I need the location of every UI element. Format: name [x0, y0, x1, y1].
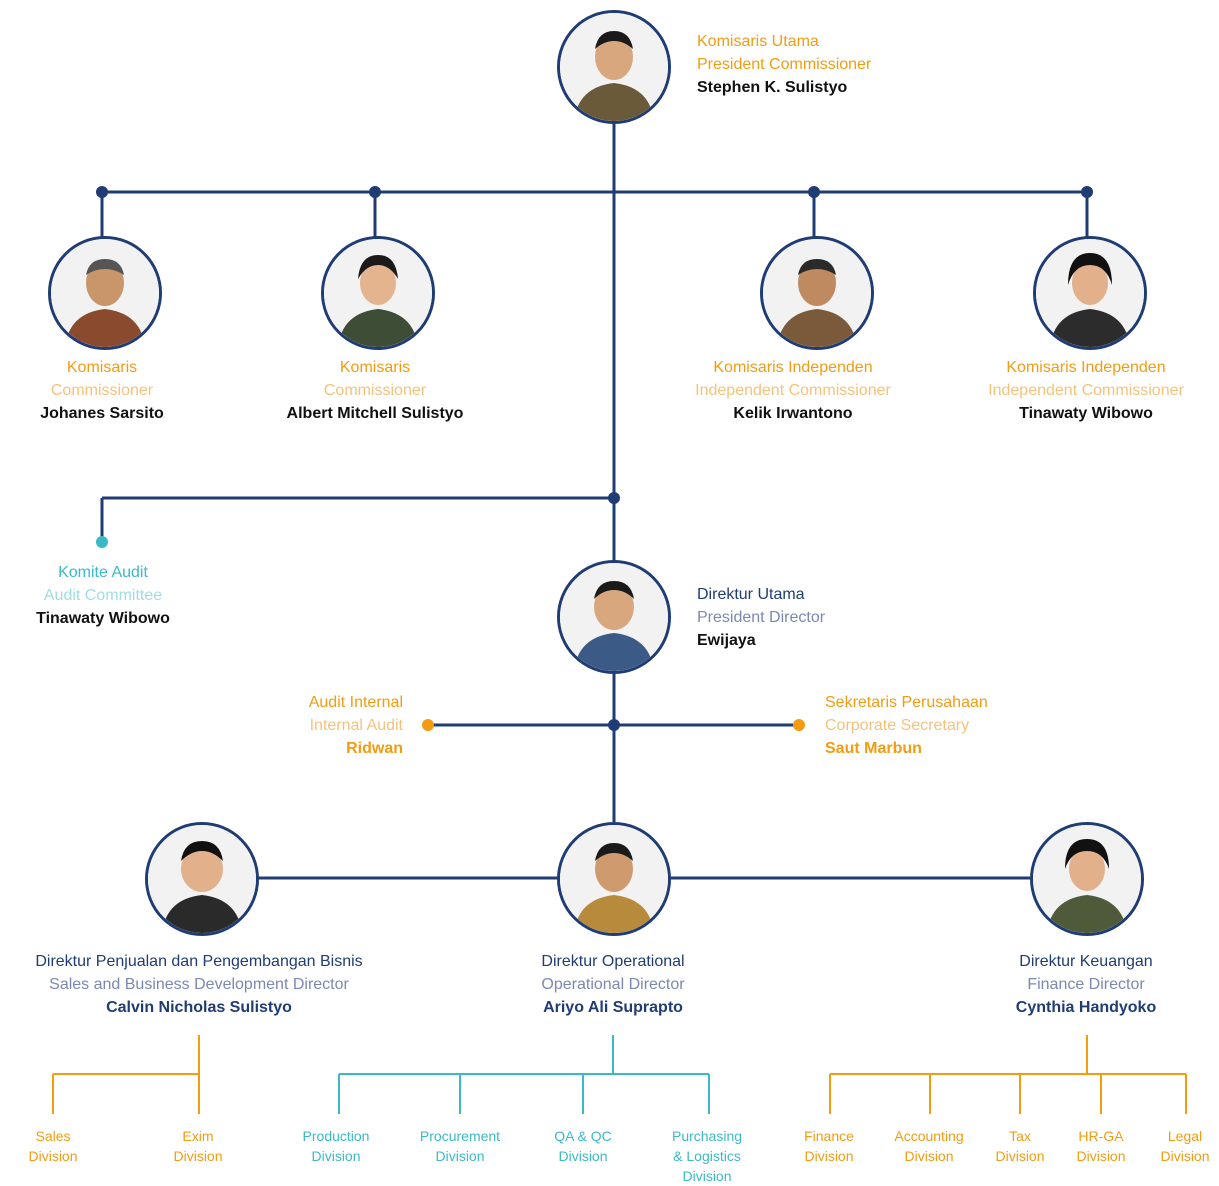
- audit-committee-title-id: Komite Audit: [58, 564, 148, 581]
- president-director-name: Ewijaya: [697, 632, 756, 649]
- internal-audit-title-id: Audit Internal: [308, 694, 403, 711]
- division-procurement: Procurement Division: [420, 1126, 500, 1166]
- division-finance: Finance Division: [804, 1126, 854, 1166]
- commissioner-name: Tinawaty Wibowo: [1019, 405, 1153, 422]
- director-title-id: Direktur Keuangan: [1019, 953, 1153, 970]
- division-line-1: Exim: [182, 1128, 214, 1144]
- division-line-2: Division: [28, 1148, 78, 1164]
- director-operational-label: Direktur Operational Operational Directo…: [541, 950, 684, 1019]
- avatar-director-operational: [557, 822, 671, 936]
- audit-committee-title-en: Audit Committee: [43, 587, 163, 604]
- commissioner-name: Kelik Irwantono: [733, 405, 853, 422]
- division-line-1: Procurement: [419, 1128, 501, 1144]
- director-title-id: Direktur Operational: [541, 953, 685, 970]
- commissioner-title-en: Independent Commissioner: [695, 382, 891, 399]
- president-director-title-en: President Director: [697, 609, 826, 626]
- division-legal: Legal Division: [1160, 1126, 1209, 1166]
- commissioner-name: Johanes Sarsito: [40, 405, 164, 422]
- division-line-1: Purchasing: [671, 1128, 743, 1144]
- director-title-en: Operational Director: [541, 976, 685, 993]
- director-title-en: Sales and Business Development Director: [49, 976, 349, 993]
- director-name: Ariyo Ali Suprapto: [543, 999, 683, 1016]
- division-line-1: Accounting: [894, 1128, 964, 1144]
- president-director-label: Direktur Utama President Director Ewijay…: [697, 583, 825, 652]
- division-qa-qc: QA & QC Division: [554, 1126, 612, 1166]
- commissioner-title-en: Commissioner: [50, 382, 154, 399]
- division-line-1: Finance: [804, 1128, 854, 1144]
- director-name: Calvin Nicholas Sulistyo: [106, 999, 292, 1016]
- division-accounting: Accounting Division: [894, 1126, 963, 1166]
- president-commissioner-name: Stephen K. Sulistyo: [697, 79, 848, 96]
- corporate-secretary-name: Saut Marbun: [825, 740, 922, 757]
- commissioner-label-3: Komisaris Independen Independent Commiss…: [695, 356, 891, 425]
- director-name: Cynthia Handyoko: [1015, 999, 1157, 1016]
- avatar-commissioner-2: [321, 236, 435, 350]
- commissioner-name: Albert Mitchell Sulistyo: [286, 405, 464, 422]
- commissioner-title-en: Independent Commissioner: [988, 382, 1184, 399]
- division-line-2: Division: [435, 1148, 485, 1164]
- internal-audit-label: Audit Internal Internal Audit Ridwan: [309, 691, 403, 760]
- president-commissioner-label: Komisaris Utama President Commissioner S…: [697, 30, 871, 99]
- president-director-title-id: Direktur Utama: [697, 586, 805, 603]
- division-line-2: Division: [804, 1148, 854, 1164]
- commissioner-title-id: Komisaris Independen: [713, 359, 873, 376]
- avatar-commissioner-4: [1033, 236, 1147, 350]
- avatar-director-finance: [1030, 822, 1144, 936]
- avatar-president-commissioner: [557, 10, 671, 124]
- division-production: Production Division: [303, 1126, 370, 1166]
- avatar-commissioner-3: [760, 236, 874, 350]
- corporate-secretary-title-id: Sekretaris Perusahaan: [825, 694, 988, 711]
- corporate-secretary-title-en: Corporate Secretary: [825, 717, 970, 734]
- president-commissioner-title-id: Komisaris Utama: [697, 33, 819, 50]
- division-exim: Exim Division: [173, 1126, 222, 1166]
- commissioner-title-id: Komisaris: [66, 359, 138, 376]
- audit-committee-name: Tinawaty Wibowo: [36, 610, 170, 627]
- division-line-2: Division: [558, 1148, 608, 1164]
- president-commissioner-title-en: President Commissioner: [697, 56, 872, 73]
- avatar-commissioner-1: [48, 236, 162, 350]
- division-tax: Tax Division: [995, 1126, 1044, 1166]
- division-purchasing-logistics: Purchasing & Logistics Division: [672, 1126, 742, 1186]
- division-line-1: Sales: [35, 1128, 71, 1144]
- division-line-1: Legal: [1167, 1128, 1203, 1144]
- director-sales-label: Direktur Penjualan dan Pengembangan Bisn…: [35, 950, 362, 1019]
- avatar-director-sales: [145, 822, 259, 936]
- internal-audit-title-en: Internal Audit: [309, 717, 403, 734]
- commissioner-label-2: Komisaris Commissioner Albert Mitchell S…: [287, 356, 464, 425]
- division-line-2: Division: [904, 1148, 954, 1164]
- division-line-2: Division: [1076, 1148, 1126, 1164]
- division-line-1: QA & QC: [554, 1128, 612, 1144]
- commissioner-title-en: Commissioner: [323, 382, 427, 399]
- corporate-secretary-label: Sekretaris Perusahaan Corporate Secretar…: [825, 691, 988, 760]
- internal-audit-name: Ridwan: [346, 740, 403, 757]
- division-line-2: Division: [1160, 1148, 1210, 1164]
- division-line-2: Division: [995, 1148, 1045, 1164]
- commissioner-title-id: Komisaris Independen: [1006, 359, 1166, 376]
- commissioner-label-4: Komisaris Independen Independent Commiss…: [988, 356, 1184, 425]
- audit-committee-label: Komite Audit Audit Committee Tinawaty Wi…: [36, 561, 170, 630]
- division-line-1: Tax: [1009, 1128, 1031, 1144]
- director-finance-label: Direktur Keuangan Finance Director Cynth…: [1016, 950, 1156, 1019]
- division-line-2: Division: [311, 1148, 361, 1164]
- division-line-2: Division: [173, 1148, 223, 1164]
- division-line-1: Production: [302, 1128, 370, 1144]
- division-line-1: HR-GA: [1078, 1128, 1124, 1144]
- commissioner-label-1: Komisaris Commissioner Johanes Sarsito: [40, 356, 164, 425]
- division-line-2: & Logistics: [673, 1148, 741, 1164]
- director-title-id: Direktur Penjualan dan Pengembangan Bisn…: [35, 953, 363, 970]
- commissioner-title-id: Komisaris: [339, 359, 411, 376]
- avatar-president-director: [557, 560, 671, 674]
- division-line-3: Division: [682, 1168, 732, 1184]
- director-title-en: Finance Director: [1027, 976, 1145, 993]
- division-sales: Sales Division: [28, 1126, 77, 1166]
- division-hr-ga: HR-GA Division: [1076, 1126, 1125, 1166]
